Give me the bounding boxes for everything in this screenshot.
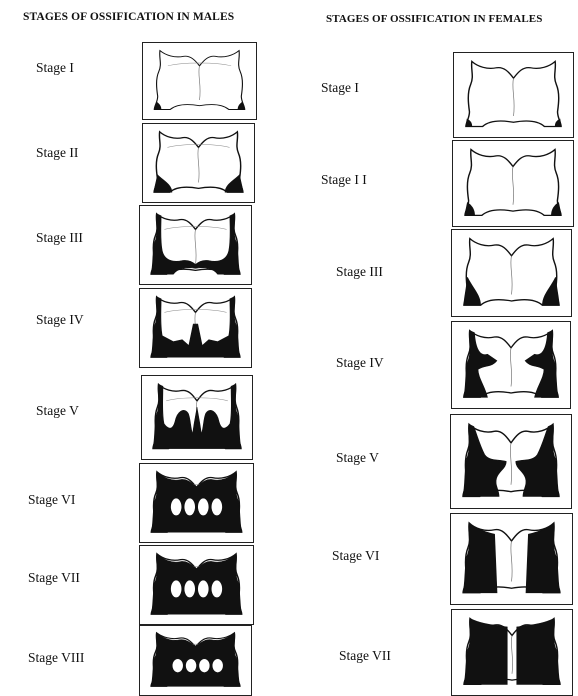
females-stage-illustration — [452, 140, 574, 227]
ossified-region — [151, 297, 240, 357]
males-stage-label: Stage II — [36, 145, 78, 161]
midline — [511, 636, 512, 674]
cartilage-window — [198, 580, 209, 598]
males-stage-illustration — [139, 288, 252, 368]
ossified-region — [517, 619, 560, 685]
ossified-region — [465, 203, 475, 216]
midline — [511, 256, 512, 295]
thyroid-cartilage-drawing — [142, 376, 252, 459]
cartilage-window — [184, 580, 195, 598]
ossified-region — [463, 424, 506, 496]
thyroid-cartilage-drawing — [140, 289, 251, 367]
cartilage-window — [198, 498, 209, 516]
thyroid-cartilage-drawing — [453, 141, 573, 226]
males-stage-illustration — [139, 463, 254, 543]
males-stage-illustration — [142, 42, 257, 120]
males-stage-label: Stage V — [36, 403, 79, 419]
ossified-region — [464, 331, 497, 398]
ossified-region — [525, 331, 558, 398]
ossified-region — [151, 472, 241, 532]
thyroid-cartilage-drawing — [452, 230, 571, 316]
thyroid-cartilage-drawing — [454, 53, 573, 137]
thyroid-cartilage-drawing — [140, 206, 251, 284]
ossified-region — [153, 384, 241, 448]
females-stage-illustration — [450, 414, 572, 509]
males-stage-illustration — [139, 205, 252, 285]
midline — [510, 443, 511, 485]
ossified-region — [154, 175, 172, 193]
thyroid-cartilage-drawing — [452, 322, 570, 408]
females-stage-illustration — [453, 52, 574, 138]
thyroid-cartilage-drawing — [143, 43, 256, 119]
females-stage-illustration — [451, 321, 571, 409]
females-stage-illustration — [451, 609, 573, 696]
cartilage-window — [211, 580, 222, 598]
males-stage-illustration — [142, 123, 255, 203]
cartilage-window — [199, 659, 210, 673]
thyroid-cartilage-drawing — [140, 626, 251, 695]
ossified-region — [151, 554, 241, 614]
females-stage-label: Stage I — [321, 80, 359, 96]
midline — [199, 66, 200, 100]
males-column-title: STAGES OF OSSIFICATION IN MALES — [23, 11, 234, 23]
males-stage-label: Stage VIII — [28, 650, 84, 666]
thyroid-cartilage-drawing — [140, 546, 253, 624]
cartilage-window — [172, 659, 183, 673]
ossified-region — [555, 119, 561, 126]
ossified-region — [464, 619, 507, 685]
cartilage-window — [212, 659, 223, 673]
cartilage-window — [171, 498, 182, 516]
females-stage-label: Stage VII — [339, 648, 391, 664]
midline — [510, 348, 511, 387]
ossified-region — [516, 424, 559, 496]
males-stage-label: Stage I — [36, 60, 74, 76]
females-stage-illustration — [450, 513, 573, 605]
males-stage-illustration — [139, 625, 252, 696]
ossified-region — [466, 119, 472, 126]
thyroid-cartilage-drawing — [143, 124, 254, 202]
cartilage-window — [184, 498, 195, 516]
females-stage-illustration — [451, 229, 572, 317]
midline — [513, 78, 514, 116]
males-stage-label: Stage IV — [36, 312, 84, 328]
thyroid-cartilage-drawing — [451, 415, 571, 508]
thyroid-cartilage-drawing — [140, 464, 253, 542]
males-stage-label: Stage VII — [28, 570, 80, 586]
males-stage-label: Stage III — [36, 230, 83, 246]
females-stage-label: Stage I I — [321, 172, 367, 188]
ossified-region — [526, 523, 560, 593]
ossified-region — [238, 102, 245, 110]
ossified-region — [225, 175, 243, 193]
males-stage-label: Stage VI — [28, 492, 75, 508]
midline — [511, 541, 512, 582]
midline — [198, 147, 199, 182]
males-stage-illustration — [139, 545, 254, 625]
females-stage-label: Stage V — [336, 450, 379, 466]
thyroid-cartilage-drawing — [452, 610, 572, 695]
thyroid-cartilage-drawing — [451, 514, 572, 604]
females-stage-label: Stage VI — [332, 548, 379, 564]
ossified-region — [154, 102, 161, 110]
females-stage-label: Stage III — [336, 264, 383, 280]
cartilage-window — [211, 498, 222, 516]
midline — [195, 229, 196, 264]
ossified-region — [151, 633, 240, 686]
cartilage-window — [186, 659, 197, 673]
midline — [512, 167, 513, 205]
ossified-region — [551, 203, 561, 216]
females-stage-label: Stage IV — [336, 355, 384, 371]
cartilage-window — [171, 580, 182, 598]
females-column-title: STAGES OF OSSIFICATION IN FEMALES — [326, 13, 542, 25]
ossified-region — [463, 523, 497, 593]
males-stage-illustration — [141, 375, 253, 460]
